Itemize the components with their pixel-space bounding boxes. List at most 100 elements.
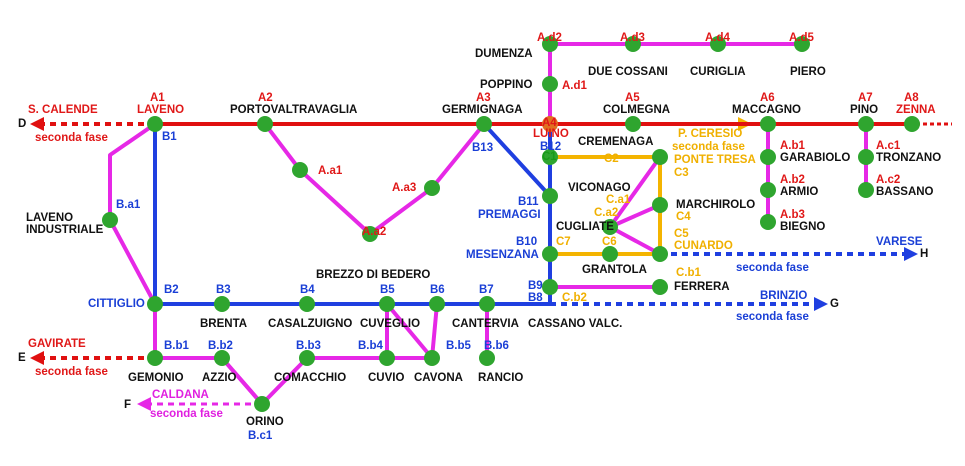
station-armio: ARMIO [780,186,819,198]
code-a1: A1 [150,92,165,104]
station-cuveglio: CUVEGLIO [360,318,421,330]
code-b12: B12 [540,141,562,153]
code-c3: C3 [674,167,689,179]
station-garabiolo: GARABIOLO [780,152,851,164]
station-tronzano: TRONZANO [876,152,942,164]
station-zenna: ZENNA [896,104,936,116]
station-cavona: CAVONA [414,372,463,384]
code-aa2: A.a2 [362,226,387,238]
code-a4: A4 [542,117,557,129]
arrow-d-icon [30,117,44,131]
station-comacchio: COMACCHIO [274,372,347,384]
code-b8: B8 [528,292,543,304]
arrow-heads [30,117,918,411]
code-ab2: A.b2 [780,174,805,186]
code-a6: A6 [760,92,775,104]
dashed-extensions [42,122,952,406]
code-b9: B9 [528,280,543,292]
station-germignaga: GERMIGNAGA [442,104,523,116]
station-p-ceresio: P. CERESIO [678,128,743,140]
code-b7: B7 [479,284,494,296]
station-brezzo: BREZZO DI BEDERO [316,269,431,281]
code-cb2: C.b2 [562,292,587,304]
code-aa3: A.a3 [392,182,417,194]
code-ab1: A.b1 [780,140,805,152]
code-cb1: C.b1 [676,267,701,279]
arrow-f-icon [137,397,151,411]
station-due-cossani: DUE COSSANI [588,66,668,78]
code-ac1: A.c1 [876,140,901,152]
station-brinzio: BRINZIO [760,290,808,302]
code-b13: B13 [472,142,494,154]
arrow-g-icon [814,297,828,311]
station-orino: ORINO [246,416,284,428]
code-ad1: A.d1 [562,80,587,92]
end-g: G [830,298,839,310]
station-cassano: CASSANO VALC. [528,318,623,330]
code-b2: B2 [164,284,179,296]
station-pino: PINO [850,104,879,116]
code-b10: B10 [516,236,538,248]
code-b11: B11 [518,196,539,208]
arrow-e-icon [30,351,44,365]
station-laveno-ind-1: LAVENO [26,212,74,224]
code-b1: B1 [162,131,177,143]
station-gemonio: GEMONIO [128,372,184,384]
code-ab3: A.b3 [780,209,805,221]
station-cunardo: CUNARDO [674,240,733,252]
code-b6: B6 [430,284,445,296]
code-c7: C7 [556,236,571,248]
station-bassano: BASSANO [876,186,934,198]
code-c1: C1 [542,151,557,163]
code-b3: B3 [216,284,231,296]
station-laveno-ind-2: INDUSTRIALE [26,224,104,236]
station-luino: LUINO [533,128,569,140]
station-dumenza: DUMENZA [475,48,533,60]
station-marchirolo: MARCHIROLO [676,199,756,211]
station-maccagno: MACCAGNO [732,104,801,116]
end-h: H [920,248,929,260]
code-ad4: A.d4 [705,32,730,44]
fase-f: seconda fase [150,408,223,420]
station-laveno: LAVENO [137,104,185,116]
code-c6: C6 [602,236,617,248]
station-colmegna: COLMEGNA [603,104,671,116]
code-a5: A5 [625,92,640,104]
end-d: D [18,118,27,130]
station-casalzuigno: CASALZUIGNO [268,318,353,330]
station-cremenaga: CREMENAGA [578,136,654,148]
code-ad2: A.d2 [537,32,562,44]
code-b4: B4 [300,284,315,296]
code-bc1: B.c1 [248,430,273,442]
code-ac2: A.c2 [876,174,901,186]
station-viconago: VICONAGO [568,182,631,194]
station-ferrera: FERRERA [674,281,730,293]
code-bb5: B.b5 [446,340,471,352]
code-ba1: B.a1 [116,199,141,211]
station-s-calende: S. CALENDE [28,104,98,116]
code-bb1: B.b1 [164,340,189,352]
code-ad5: A.d5 [789,32,814,44]
station-premaggi: PREMAGGI [478,209,541,221]
fase-g: seconda fase [736,311,809,323]
code-a8: A8 [904,92,919,104]
code-ca1: C.a1 [606,194,631,206]
code-a7: A7 [858,92,873,104]
fase-h: seconda fase [736,262,809,274]
code-c2: C2 [604,153,619,165]
code-ad3: A.d3 [620,32,645,44]
station-cugliate: CUGLIATE [556,221,614,233]
station-brenta: BRENTA [200,318,248,330]
code-aa1: A.a1 [318,165,343,177]
station-biegno: BIEGNO [780,221,826,233]
code-bb4: B.b4 [358,340,383,352]
station-poppino: POPPINO [480,79,533,91]
code-bb3: B.b3 [296,340,321,352]
station-varese: VARESE [876,236,923,248]
station-azzio: AZZIO [202,372,237,384]
fase-e: seconda fase [35,366,108,378]
code-bb2: B.b2 [208,340,233,352]
station-cittiglio: CITTIGLIO [88,298,145,310]
station-curiglia: CURIGLIA [690,66,746,78]
